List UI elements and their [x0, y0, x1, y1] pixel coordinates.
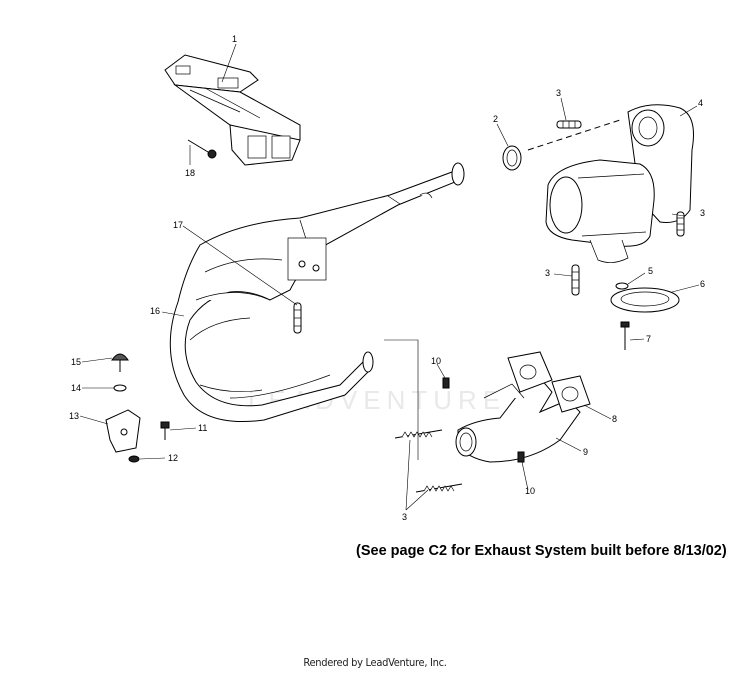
part-3-spring-mid[interactable]	[571, 264, 580, 296]
callout-2: 2	[493, 114, 498, 124]
callout-10: 10	[525, 486, 535, 496]
part-2-gasket[interactable]	[502, 145, 522, 171]
callout-15: 15	[71, 357, 81, 367]
callout-14: 14	[71, 383, 81, 393]
callout-9: 9	[583, 447, 588, 457]
callout-3: 3	[545, 268, 550, 278]
callout-5: 5	[648, 266, 653, 276]
part-6-flange-gasket[interactable]	[610, 287, 680, 313]
part-1-bracket[interactable]	[164, 54, 301, 166]
part-5-washer[interactable]	[615, 282, 629, 290]
part-7-bolt[interactable]	[620, 321, 630, 350]
part-9-manifold[interactable]	[455, 377, 581, 463]
callout-18: 18	[185, 168, 195, 178]
callout-8: 8	[612, 414, 617, 424]
part-18-bolt[interactable]	[187, 139, 217, 159]
callout-12: 12	[168, 453, 178, 463]
part-4-silencer[interactable]	[527, 104, 694, 263]
part-11-bolt[interactable]	[160, 421, 170, 440]
callout-11: 11	[198, 423, 207, 433]
callout-1: 1	[232, 34, 237, 44]
part-10-stud-bottom[interactable]	[517, 451, 525, 463]
part-3-spring-top[interactable]	[556, 120, 582, 129]
callout-3: 3	[402, 512, 407, 522]
part-8-flange[interactable]	[507, 351, 591, 413]
part-3-spring-right[interactable]	[676, 211, 685, 237]
callout-13: 13	[69, 411, 79, 421]
exhaust-note: (See page C2 for Exhaust System built be…	[356, 543, 727, 559]
part-14-washer[interactable]	[113, 384, 127, 392]
part-3-spring-lower-b[interactable]	[415, 483, 463, 493]
callout-6: 6	[700, 279, 705, 289]
part-3-spring-lower-a[interactable]	[394, 429, 443, 439]
part-15-bolt[interactable]	[111, 353, 129, 372]
callout-3: 3	[700, 208, 705, 218]
part-12-nut[interactable]	[128, 455, 140, 463]
callout-17: 17	[173, 220, 183, 230]
part-13-bracket[interactable]	[105, 409, 141, 453]
footer-credit: Rendered by LeadVenture, Inc.	[303, 656, 447, 669]
callout-10: 10	[431, 356, 441, 366]
part-16-expansion-chamber[interactable]	[169, 162, 465, 423]
leader-lines	[79, 43, 700, 511]
callout-3: 3	[556, 88, 561, 98]
callout-16: 16	[150, 306, 160, 316]
callout-4: 4	[698, 98, 703, 108]
callout-7: 7	[646, 334, 651, 344]
part-10-stud-top[interactable]	[442, 377, 450, 389]
part-17-spring[interactable]	[293, 302, 302, 334]
